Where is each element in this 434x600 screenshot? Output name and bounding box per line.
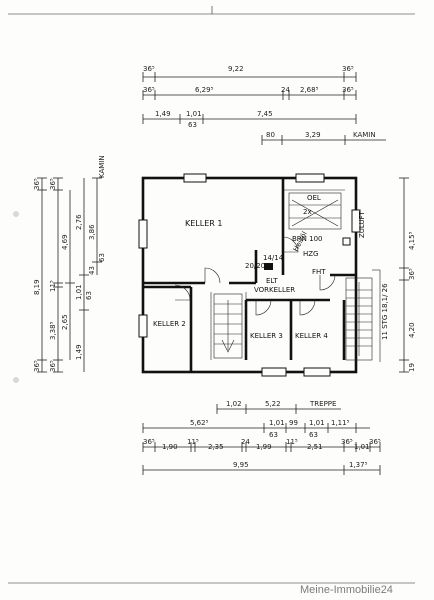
right-dimension-chain: 4,15⁵ 36⁵ 4,20 19 [399,177,416,373]
dimension-label: 36⁵ [369,438,381,446]
dimension-label: 1,99 [256,443,272,451]
dimension-label: 36⁵ [33,178,41,190]
room-keller-1: KELLER 1 [185,219,222,228]
zuluft-label: ZULUFT [358,211,366,238]
oel-volume: 2x [303,208,312,216]
dimension-label: 43 [88,266,96,275]
dimension-label: 2,65 [61,314,69,330]
dimension-label: 36⁵ [143,86,155,94]
dimension-label: 1,01 [354,443,370,451]
vent-size: 20/20 [245,262,265,270]
dimension-label: 1,01 [269,419,285,427]
fht-label: FHT [312,268,326,276]
top-dimension-chain: 36⁵ 9,22 36⁵ 36⁵ 6,29⁵ 24 2,68⁵ 36⁵ 1,49… [142,65,386,145]
dimension-label: KAMIN [98,155,106,178]
dimension-label: 80 [266,131,275,139]
dimension-label: 3,29 [305,131,321,139]
dimension-label: 63 [309,431,318,439]
dimension-label: 9,22 [228,65,244,73]
left-dimension-chain: 36⁵ 8,19 36⁵ 36⁵ 11⁵ 3,38⁵ 36⁵ 4,69 2,65… [33,155,106,373]
dimension-label: 2,68⁵ [300,86,319,94]
room-labels: KELLER 1 KELLER 2 KELLER 3 KELLER 4 VORK… [153,194,389,340]
dimension-label: 3,38⁵ [49,321,57,340]
dimension-label: 36⁵ [49,360,57,372]
flue-size: 14/14 [263,254,284,262]
dimension-label: 4,69 [61,234,69,250]
dimension-label: 5,62⁵ [190,419,209,427]
elt-label: ELT [266,277,278,285]
dimension-label: 1,49 [155,110,171,118]
room-vorkeller: VORKELLER [254,286,295,294]
dimension-label: 36⁵ [143,65,155,73]
oil-tanks [288,192,342,230]
dimension-label: 63 [98,253,106,262]
dimension-label: 9,95 [233,461,249,469]
dimension-label: 19 [408,363,416,372]
exterior-stair [345,269,381,362]
room-keller-2: KELLER 2 [153,320,186,328]
dimension-label: 5,22 [265,400,281,408]
stair-spec: 11 STG 18,1/ 26 [381,283,389,340]
dimension-label: 3,86 [88,224,96,240]
dimension-label: 63 [269,431,278,439]
dimension-label: 36⁵ [342,65,354,73]
hzg-label: HZG [303,250,318,258]
dimension-label: 2,76 [75,214,83,230]
bottom-dimension-chain: 1,02 5,22 TREPPE 5,62⁵ 1,01 99 1,01 1,11… [142,400,381,475]
dimension-label: 6,29⁵ [195,86,214,94]
dimension-label: TREPPE [309,400,336,408]
dimension-label: 1,01 [75,284,83,300]
basement-stair [213,293,243,359]
dimension-label: 2,51 [307,443,323,451]
dimension-label: 36⁵ [33,360,41,372]
dimension-label: KAMIN [353,131,376,139]
dimension-label: 4,20 [408,322,416,338]
watermark: Meine-Immobilie24 [300,584,393,596]
dimension-label: 4,15⁵ [408,231,416,250]
dimension-label: 24 [281,86,290,94]
oel-label: OEL [307,194,321,202]
dimension-label: 11⁵ [49,280,57,292]
chimney-flue [264,263,273,270]
dimension-label: 2,35 [208,443,224,451]
punch-hole-bottom [13,377,19,383]
dimension-label: 11⁵ [187,438,199,446]
punch-hole-top [13,211,19,217]
dimension-label: 36⁵ [49,178,57,190]
dimension-label: 24 [241,438,250,446]
door-swings [174,236,336,316]
plan-walls [141,176,358,374]
dimension-label: 36⁵ [408,268,416,280]
dimension-label: 1,01 [186,110,202,118]
dimension-label: 63 [188,121,197,129]
dimension-label: 36⁵ [143,438,155,446]
dimension-label: 1,90 [162,443,178,451]
dimension-label: 63 [85,291,93,300]
windows [138,173,361,377]
zuluft-vent [342,237,351,246]
dimension-label: 1,02 [226,400,242,408]
dimension-label: 36⁵ [342,86,354,94]
dimension-label: 8,19 [33,279,41,295]
dimension-label: 1,49 [75,344,83,360]
dimension-label: 1,11⁵ [331,419,350,427]
dimension-label: 11⁵ [286,438,298,446]
room-keller-4: KELLER 4 [295,332,328,340]
dimension-label: 7,45 [257,110,273,118]
room-keller-3: KELLER 3 [250,332,283,340]
dimension-label: 36⁵ [341,438,353,446]
burner-label: BRN 100 [292,235,323,243]
dimension-label: 1,37⁵ [349,461,368,469]
dimension-label: 1,01 [309,419,325,427]
dimension-label: 99 [289,419,298,427]
